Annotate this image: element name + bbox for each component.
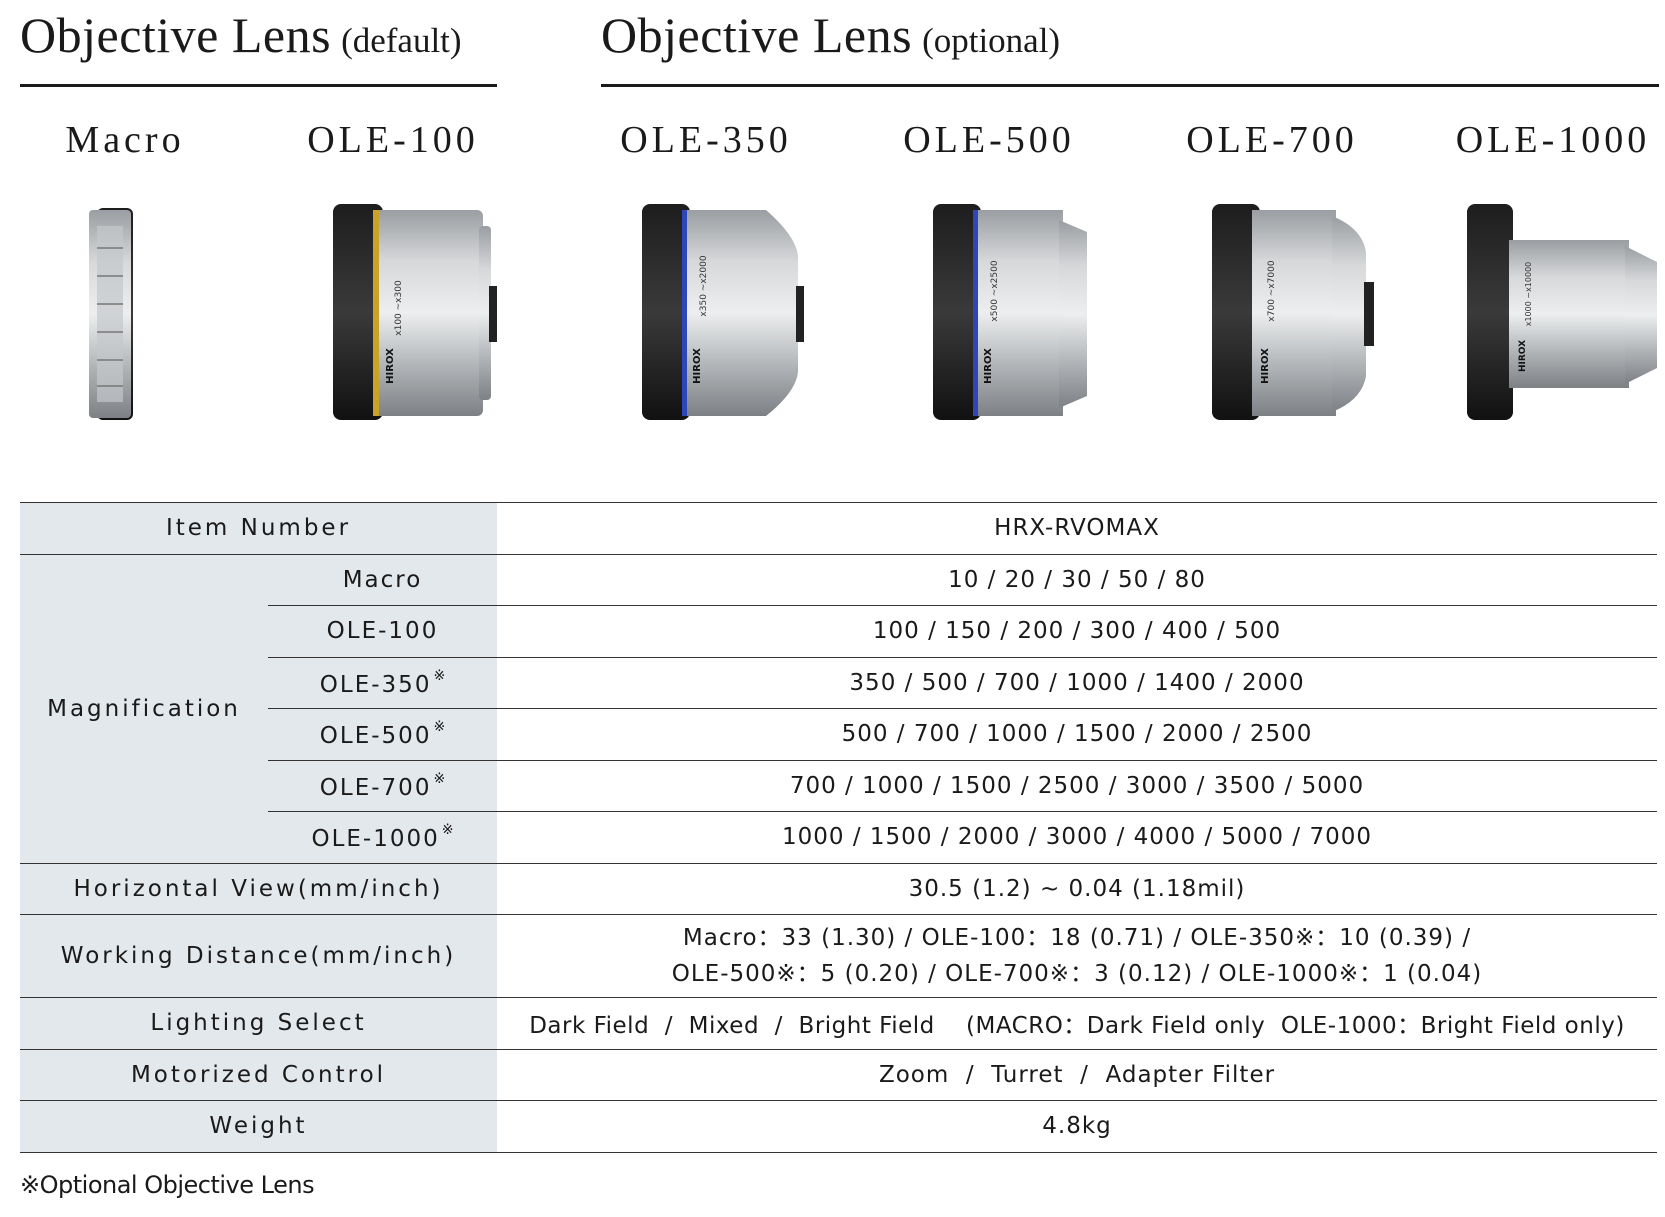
lens-engraving: x350 ~x2000 (699, 255, 709, 316)
row-label-motorized-control: Motorized Control (20, 1049, 497, 1101)
brand-engraving: HIROX (1260, 348, 1271, 384)
optional-mark: ※ (441, 822, 454, 839)
table-row: Working Distance(mm/inch) Macro：33 (1.30… (20, 914, 1657, 998)
section-divider (20, 84, 497, 87)
value-motorized-control: Zoom / Turret / Adapter Filter (497, 1049, 1657, 1101)
brand-engraving: HIROX (692, 348, 703, 384)
row-label-horizontal-view: Horizontal View(mm/inch) (20, 863, 497, 915)
table-row: Horizontal View(mm/inch) 30.5 (1.2) ~ 0.… (20, 863, 1657, 915)
mag-value-ole-350: 350 / 500 / 700 / 1000 / 1400 / 2000 (497, 657, 1657, 709)
section-title-suffix: (optional) (922, 21, 1061, 60)
footnote: ※Optional Objective Lens (20, 1171, 315, 1199)
lens-engraving: x1000 ~x10000 (1524, 262, 1533, 327)
row-label-lighting-select: Lighting Select (20, 997, 497, 1050)
row-label-weight: Weight (20, 1100, 497, 1153)
brand-engraving: HIROX (1518, 340, 1528, 372)
optional-mark: ※ (433, 719, 446, 736)
value-working-distance: Macro：33 (1.30) / OLE-100：18 (0.71) / OL… (497, 914, 1657, 998)
row-label-item-number: Item Number (20, 502, 497, 555)
ole-1000-lens-image: x1000 ~x10000 HIROX (1467, 204, 1657, 420)
value-weight: 4.8kg (497, 1100, 1657, 1153)
table-row: OLE-500※ 500 / 700 / 1000 / 1500 / 2000 … (20, 708, 1657, 761)
mag-lens-ole-700: OLE-700※ (268, 760, 497, 812)
section-title-text: Objective Lens (601, 7, 913, 63)
mag-lens-macro: Macro (268, 554, 497, 606)
working-distance-line-2: OLE-500※：5 (0.20) / OLE-700※：3 (0.12) / … (671, 961, 1483, 987)
section-title-default: Objective Lens(default) (20, 6, 462, 64)
mag-lens-ole-100: OLE-100 (268, 605, 497, 658)
brand-engraving: HIROX (983, 348, 994, 384)
ole-100-lens-image: x100 ~x300 HIROX (333, 204, 497, 420)
table-row: OLE-350※ 350 / 500 / 700 / 1000 / 1400 /… (20, 657, 1657, 709)
lens-name-ole-100: OLE-100 (307, 119, 479, 161)
value-horizontal-view: 30.5 (1.2) ~ 0.04 (1.18mil) (497, 863, 1657, 915)
table-row: OLE-700※ 700 / 1000 / 1500 / 2500 / 3000… (20, 760, 1657, 812)
ole-350-lens-image: x350 ~x2000 HIROX (642, 204, 804, 420)
lens-name-ole-1000: OLE-1000 (1455, 119, 1651, 161)
value-lighting-select: Dark Field / Mixed / Bright Field (MACRO… (497, 997, 1657, 1050)
table-row: Magnification Macro 10 / 20 / 30 / 50 / … (20, 554, 1657, 864)
ole-700-lens-image: x700 ~x7000 HIROX (1212, 204, 1374, 420)
table-row: Lighting Select Dark Field / Mixed / Bri… (20, 997, 1657, 1050)
working-distance-line-1: Macro：33 (1.30) / OLE-100：18 (0.71) / OL… (682, 925, 1472, 951)
section-title-optional: Objective Lens(optional) (601, 6, 1060, 64)
mag-lens-ole-500: OLE-500※ (268, 708, 497, 761)
lens-engraving: x500 ~x2500 (990, 260, 1000, 321)
mag-value-ole-700: 700 / 1000 / 1500 / 2500 / 3000 / 3500 /… (497, 760, 1657, 812)
lens-engraving: x100 ~x300 (394, 280, 404, 336)
table-row: Motorized Control Zoom / Turret / Adapte… (20, 1049, 1657, 1101)
row-label-magnification: Magnification (20, 554, 268, 864)
mag-lens-ole-1000: OLE-1000※ (268, 811, 497, 864)
value-item-number: HRX-RVOMAX (497, 502, 1657, 555)
lens-name-ole-350: OLE-350 (620, 119, 792, 161)
lens-engraving: x700 ~x7000 (1267, 260, 1277, 321)
brand-engraving: HIROX (385, 348, 396, 384)
mag-value-ole-1000: 1000 / 1500 / 2000 / 3000 / 4000 / 5000 … (497, 811, 1657, 864)
optional-mark: ※ (433, 667, 446, 684)
ole-500-lens-image: x500 ~x2500 HIROX (933, 204, 1087, 420)
row-label-working-distance: Working Distance(mm/inch) (20, 914, 497, 998)
table-row: OLE-1000※ 1000 / 1500 / 2000 / 3000 / 40… (20, 811, 1657, 864)
table-row: OLE-100 100 / 150 / 200 / 300 / 400 / 50… (20, 605, 1657, 658)
macro-lens-image (89, 208, 133, 420)
optional-mark: ※ (433, 770, 446, 787)
mag-lens-ole-350: OLE-350※ (268, 657, 497, 709)
spec-table: Item Number HRX-RVOMAX Magnification Mac… (20, 502, 1657, 1153)
section-divider (601, 84, 1659, 87)
mag-value-macro: 10 / 20 / 30 / 50 / 80 (497, 554, 1657, 606)
table-row: Weight 4.8kg (20, 1100, 1657, 1153)
lens-name-ole-500: OLE-500 (903, 119, 1075, 161)
section-title-suffix: (default) (341, 21, 462, 60)
table-row: Item Number HRX-RVOMAX (20, 502, 1657, 555)
mag-value-ole-500: 500 / 700 / 1000 / 1500 / 2000 / 2500 (497, 708, 1657, 761)
lens-name-macro: Macro (65, 119, 185, 161)
lens-name-ole-700: OLE-700 (1186, 119, 1358, 161)
mag-value-ole-100: 100 / 150 / 200 / 300 / 400 / 500 (497, 605, 1657, 658)
section-title-text: Objective Lens (20, 7, 332, 63)
